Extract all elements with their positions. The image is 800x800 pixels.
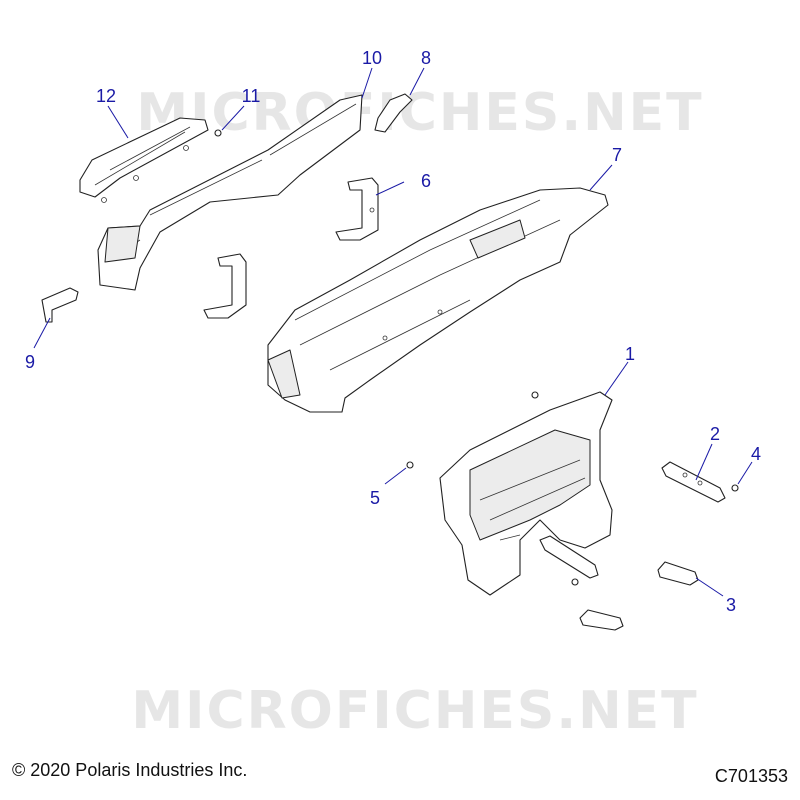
callout-12[interactable]: 12 [96, 86, 116, 106]
part-6-bracket[interactable] [335, 177, 379, 241]
part-10-side-rail[interactable] [97, 94, 363, 291]
part-9-bracket[interactable] [41, 287, 79, 323]
part-5-screw[interactable] [406, 461, 414, 469]
callout-5[interactable]: 5 [370, 488, 380, 508]
part-7-rear-fascia[interactable] [267, 187, 609, 413]
part-1-lower-panel[interactable] [439, 391, 613, 596]
copyright-notice: © 2020 Polaris Industries Inc. [12, 760, 248, 780]
callout-7[interactable]: 7 [612, 145, 622, 165]
callout-9[interactable]: 9 [25, 352, 35, 372]
screw-lower[interactable] [571, 578, 579, 586]
part-2-bracket[interactable] [661, 461, 726, 503]
callout-11[interactable]: 11 [242, 86, 261, 106]
leader-lines [33, 67, 753, 597]
callout-2[interactable]: 2 [710, 424, 720, 444]
screw-upper[interactable] [531, 391, 539, 399]
part-3-handle[interactable] [657, 561, 699, 586]
callout-6[interactable]: 6 [421, 171, 431, 191]
watermark-bottom: MICROFICHES.NET [131, 681, 698, 741]
mount-bracket-left[interactable] [203, 253, 247, 319]
part-8-bracket[interactable] [374, 93, 413, 133]
callout-4[interactable]: 4 [751, 444, 761, 464]
watermark-top: MICROFICHES.NET [136, 83, 703, 143]
part-12-grab-handle[interactable] [79, 117, 209, 203]
part-11-fastener[interactable] [214, 129, 222, 137]
part-3-handle-lower[interactable] [579, 609, 624, 631]
diagram-id: C701353 [714, 766, 788, 786]
callout-8[interactable]: 8 [421, 48, 431, 68]
mount-bracket-lower[interactable] [539, 535, 599, 579]
callout-3[interactable]: 3 [726, 595, 736, 615]
callout-10[interactable]: 10 [362, 48, 382, 68]
callout-1[interactable]: 1 [625, 344, 635, 364]
part-4-screw[interactable] [731, 484, 739, 492]
